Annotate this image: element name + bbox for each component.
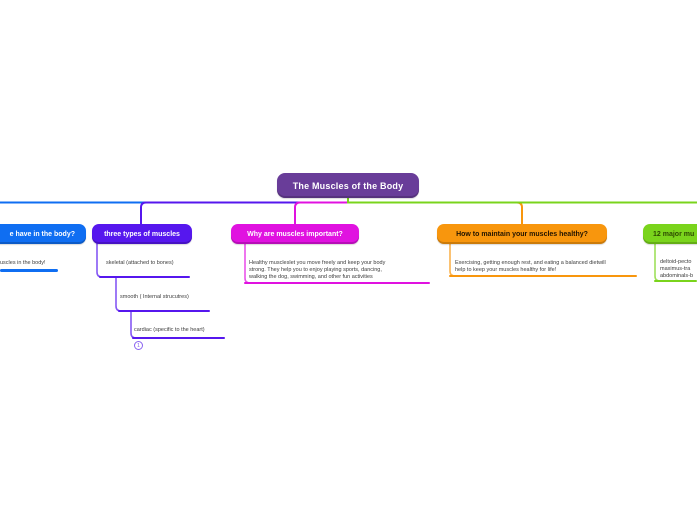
branch-line-types	[140, 196, 349, 225]
note-importance-underline	[244, 281, 430, 284]
topic-node-major[interactable]: 12 major mu	[643, 224, 697, 244]
branch-line-health	[347, 196, 523, 225]
topic-label-types: three types of muscles	[104, 230, 180, 238]
note-count-underline	[0, 269, 58, 272]
topic-node-importance[interactable]: Why are muscles important?	[231, 224, 359, 244]
topic-label-major: 12 major mu	[653, 230, 695, 238]
child-smooth-underline	[118, 309, 210, 312]
child-skeletal-underline	[99, 275, 190, 278]
note-health[interactable]: Exercising, getting enough rest, and eat…	[455, 260, 606, 273]
child-cardiac[interactable]: cardiac (specific to the heart)	[134, 327, 205, 333]
note-importance[interactable]: Healthy muscleslet you move freely and k…	[249, 260, 386, 280]
note-health-underline	[449, 274, 637, 278]
topic-label-count: e have in the body?	[9, 230, 75, 238]
note-major-underline	[654, 279, 697, 283]
topic-node-health[interactable]: How to maintain your muscles healthy?	[437, 224, 607, 244]
note-major[interactable]: deltoid-pecto maximus-tra abdominals-b	[660, 259, 694, 279]
topic-label-health: How to maintain your muscles healthy?	[456, 230, 588, 238]
sub-line-cardiac	[130, 311, 137, 339]
topic-node-count[interactable]: e have in the body?	[0, 224, 86, 244]
root-topic-node[interactable]: The Muscles of the Body	[277, 173, 419, 198]
child-skeletal[interactable]: skeletal (attached to bones)	[106, 260, 174, 266]
child-cardiac-underline	[132, 336, 225, 339]
branch-line-importance	[294, 196, 349, 225]
sub-line-skeletal	[96, 242, 103, 278]
attachment-badge-icon[interactable]: 1	[134, 341, 143, 350]
note-count[interactable]: uscles in the body!	[0, 260, 46, 266]
child-smooth[interactable]: smooth ( Internal strucutres)	[120, 294, 189, 300]
topic-label-importance: Why are muscles important?	[247, 230, 343, 238]
topic-node-types[interactable]: three types of muscles	[92, 224, 192, 244]
root-topic-label: The Muscles of the Body	[292, 180, 404, 191]
